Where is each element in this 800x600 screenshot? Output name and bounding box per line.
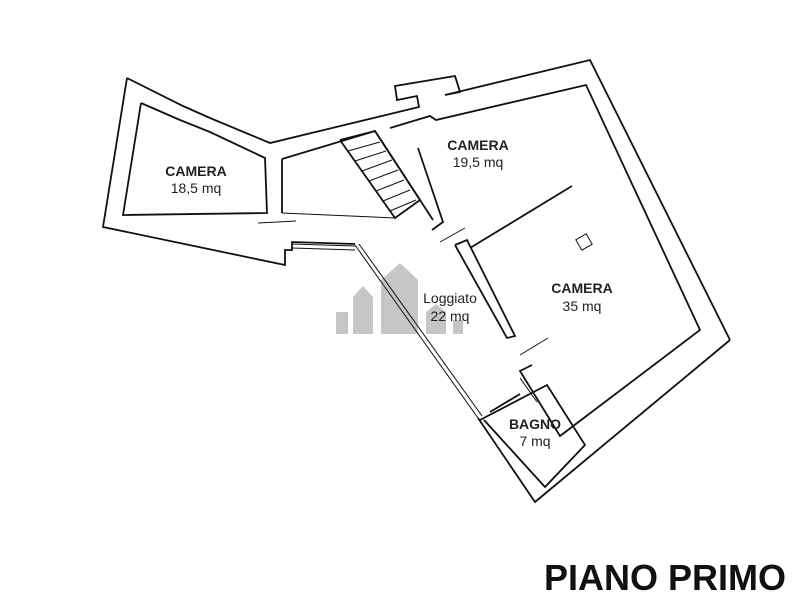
room-area: 22 mq (431, 308, 470, 324)
room-area: 18,5 mq (171, 180, 222, 196)
staircase (339, 129, 422, 220)
watermark-logo (336, 263, 463, 334)
room-name: CAMERA (551, 280, 612, 296)
room-name: BAGNO (509, 416, 561, 432)
room-area: 35 mq (563, 298, 602, 314)
room-area: 19,5 mq (453, 154, 504, 170)
room-name: CAMERA (165, 163, 226, 179)
room-name: Loggiato (423, 290, 477, 306)
floor-title: PIANO PRIMO (544, 557, 786, 598)
room-area: 7 mq (519, 433, 550, 449)
room-name: CAMERA (447, 137, 508, 153)
